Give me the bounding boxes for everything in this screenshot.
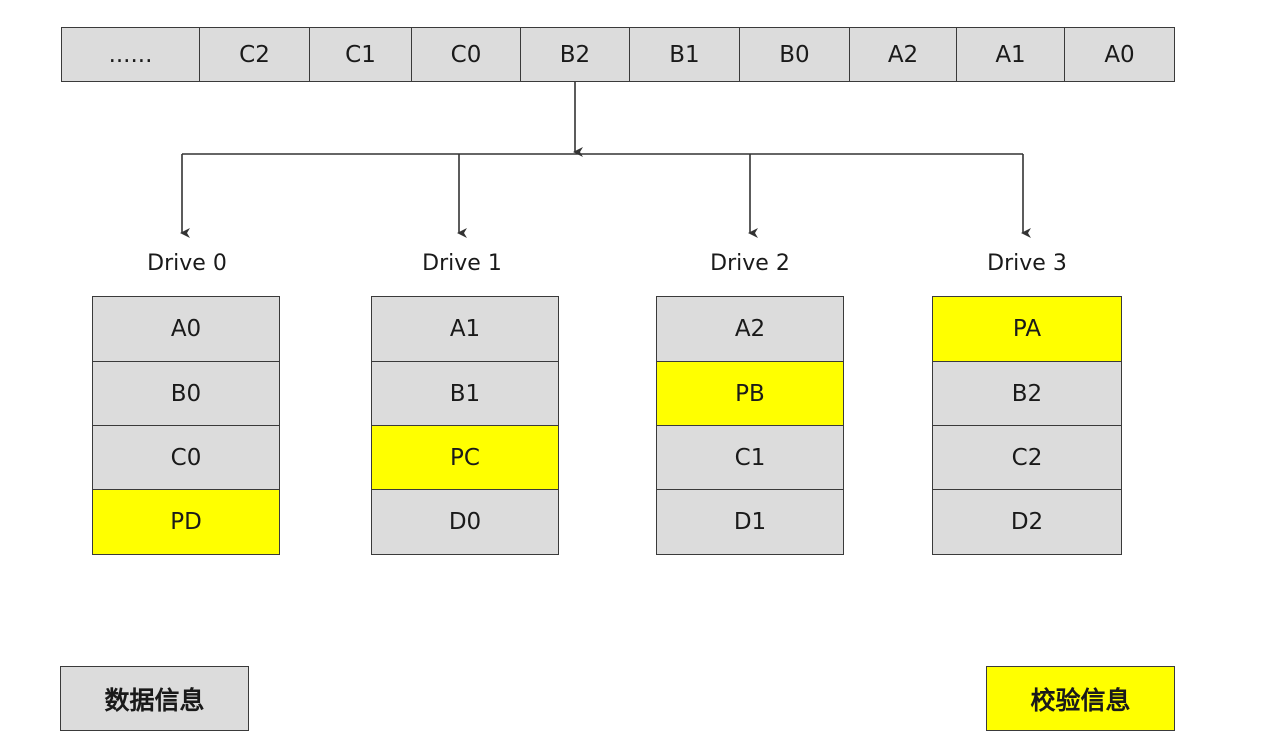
parity-block: PA bbox=[932, 296, 1122, 362]
drive-block: D2 bbox=[932, 489, 1122, 555]
drive-block: A2 bbox=[656, 296, 844, 362]
legend-parity: 校验信息 bbox=[986, 666, 1175, 731]
stripe-cell: B1 bbox=[629, 27, 740, 82]
drive-block: A0 bbox=[92, 296, 280, 362]
parity-block: PC bbox=[371, 425, 559, 490]
drive-block: B2 bbox=[932, 361, 1122, 426]
legend-data: 数据信息 bbox=[60, 666, 249, 731]
drive-block: A1 bbox=[371, 296, 559, 362]
drive-block: C2 bbox=[932, 425, 1122, 490]
stripe-cell: C2 bbox=[199, 27, 310, 82]
drive-3-label: Drive 3 bbox=[987, 251, 1067, 276]
parity-block: PB bbox=[656, 361, 844, 426]
drive-block: C0 bbox=[92, 425, 280, 490]
stripe-cell: ...... bbox=[61, 27, 200, 82]
stripe-cell: B2 bbox=[520, 27, 630, 82]
drive-1-label: Drive 1 bbox=[422, 251, 502, 276]
drive-block: D1 bbox=[656, 489, 844, 555]
stripe-cell: A2 bbox=[849, 27, 957, 82]
drive-block: D0 bbox=[371, 489, 559, 555]
drive-block: B0 bbox=[92, 361, 280, 426]
parity-block: PD bbox=[92, 489, 280, 555]
drive-block: B1 bbox=[371, 361, 559, 426]
drive-0-label: Drive 0 bbox=[147, 251, 227, 276]
stripe-cell: C1 bbox=[309, 27, 412, 82]
stripe-cell: B0 bbox=[739, 27, 850, 82]
stripe-cell: A0 bbox=[1064, 27, 1175, 82]
stripe-cell: A1 bbox=[956, 27, 1065, 82]
stripe-cell: C0 bbox=[411, 27, 521, 82]
drive-2-label: Drive 2 bbox=[710, 251, 790, 276]
drive-block: C1 bbox=[656, 425, 844, 490]
